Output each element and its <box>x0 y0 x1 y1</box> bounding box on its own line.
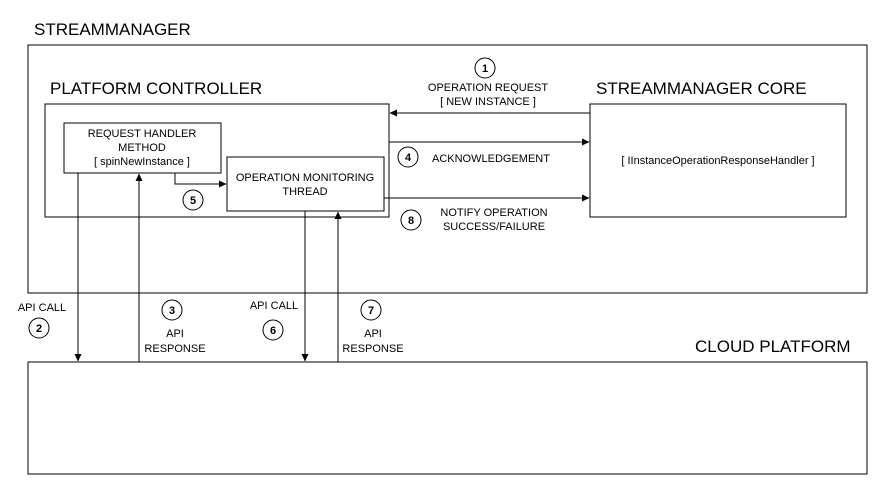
step-2-number: 2 <box>36 323 42 335</box>
step-6-label: API CALL <box>250 300 298 312</box>
platform-controller-title: PLATFORM CONTROLLER <box>50 79 262 98</box>
request-handler-line-2: METHOD <box>118 142 166 154</box>
cloud-platform-box <box>27 361 868 475</box>
step-1-number: 1 <box>482 63 488 75</box>
step-7-circle <box>360 299 382 321</box>
streammanager-core-title: STREAMMANAGER CORE <box>596 79 807 98</box>
step-7-number: 7 <box>368 305 374 317</box>
step-6-circle <box>262 319 284 341</box>
streammanager-core-box <box>589 103 847 218</box>
monitoring-thread-line-1: OPERATION MONITORING <box>236 172 374 184</box>
step-2-circle <box>28 317 50 339</box>
step-4-number: 4 <box>405 152 412 164</box>
request-handler-line-1: REQUEST HANDLER <box>88 128 197 140</box>
step-3-label-line-1: API <box>166 328 184 340</box>
monitoring-thread-line-2: THREAD <box>282 186 327 198</box>
step-3-circle <box>161 299 183 321</box>
step-3-number: 3 <box>169 305 175 317</box>
step-4-circle <box>397 146 419 168</box>
step-8-number: 8 <box>408 215 414 227</box>
step-3-label-line-2: RESPONSE <box>144 343 205 355</box>
streammanager-title: STREAMMANAGER <box>34 20 191 39</box>
step-1-label-line-1: OPERATION REQUEST <box>428 82 548 94</box>
step-8-label-line-2: SUCCESS/FAILURE <box>443 221 545 233</box>
step-8-circle <box>400 209 422 231</box>
monitoring-thread-box <box>226 156 385 212</box>
step-7-label-line-2: RESPONSE <box>342 343 403 355</box>
core-handler-label: [ IInstanceOperationResponseHandler ] <box>621 155 814 167</box>
step-4-label: ACKNOWLEDGEMENT <box>432 153 550 165</box>
step-7-label-line-1: API <box>364 328 382 340</box>
step-6-number: 6 <box>270 325 276 337</box>
step-1-circle <box>474 57 496 79</box>
step-8-label-line-1: NOTIFY OPERATION <box>440 207 547 219</box>
step-2-label: API CALL <box>18 302 66 314</box>
request-handler-line-3: [ spinNewInstance ] <box>94 156 190 168</box>
step-1-label-line-2: [ NEW INSTANCE ] <box>440 96 536 108</box>
step-5-circle <box>182 189 204 211</box>
step-5-number: 5 <box>190 195 196 207</box>
request-handler-box <box>63 122 222 174</box>
arrow-spawn-thread <box>174 173 227 188</box>
cloud-platform-title: CLOUD PLATFORM <box>695 337 851 356</box>
